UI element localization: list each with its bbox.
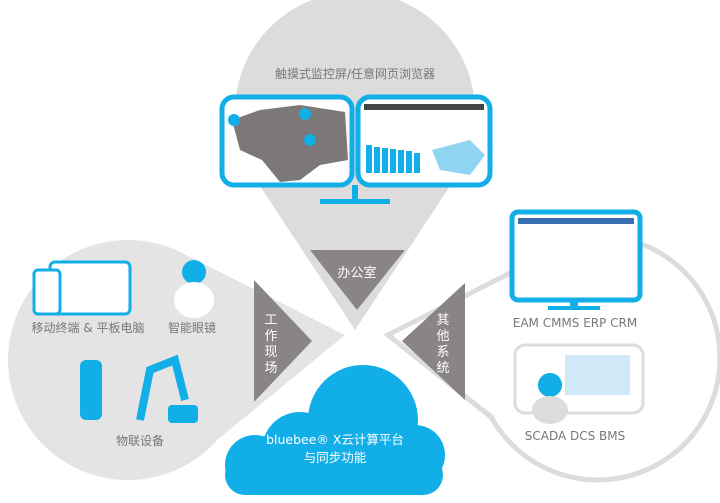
map-pin-icon: [228, 114, 240, 126]
monitor-stand: [320, 199, 390, 204]
tablet-icon: [48, 260, 132, 316]
office-label: 办公室: [337, 265, 376, 281]
cloud-title: bluebee® X云计算平台: [266, 432, 404, 447]
erp-monitor-icon: [509, 209, 643, 303]
office-section: 触摸式监控屏/任意网页浏览器: [219, 0, 493, 330]
other-label-char: 系: [436, 345, 449, 360]
office-triangle: 办公室: [310, 250, 405, 310]
office-title: 触摸式监控屏/任意网页浏览器: [275, 66, 435, 81]
robot-arm-icon: [136, 354, 189, 421]
cloud-platform: bluebee® X云计算平台 与同步功能: [225, 365, 445, 495]
other-systems-section: EAM CMMS ERP CRM SCADA DCS BMS: [383, 209, 720, 483]
other-label-char: 统: [436, 361, 449, 376]
scada-label: SCADA DCS BMS: [525, 429, 626, 443]
field-label-char: 作: [264, 329, 277, 344]
iot-sensor-icon: [80, 360, 102, 420]
monitor-dashboard: [355, 94, 493, 188]
operator-icon: [538, 373, 562, 397]
phone-icon: [32, 268, 62, 316]
other-label-char: 他: [436, 329, 449, 344]
enterprise-systems-label: EAM CMMS ERP CRM: [513, 316, 638, 330]
field-triangle: 工 作 现 场: [254, 280, 312, 402]
iot-label: 物联设备: [116, 434, 164, 448]
cloud-subtitle: 与同步功能: [304, 450, 367, 465]
field-label-char: 场: [264, 361, 277, 376]
map-pin-icon: [304, 134, 316, 146]
smart-glasses-icon: [182, 260, 206, 284]
map-pin-icon: [299, 108, 311, 120]
other-label-char: 其: [436, 313, 449, 328]
field-label-char: 工: [264, 313, 277, 328]
mobile-label: 移动终端 & 平板电脑: [32, 320, 145, 335]
field-label-char: 现: [264, 345, 277, 360]
other-triangle: 其 他 系 统: [402, 283, 465, 400]
monitor-map: [219, 94, 355, 188]
glasses-label: 智能眼镜: [168, 320, 216, 335]
